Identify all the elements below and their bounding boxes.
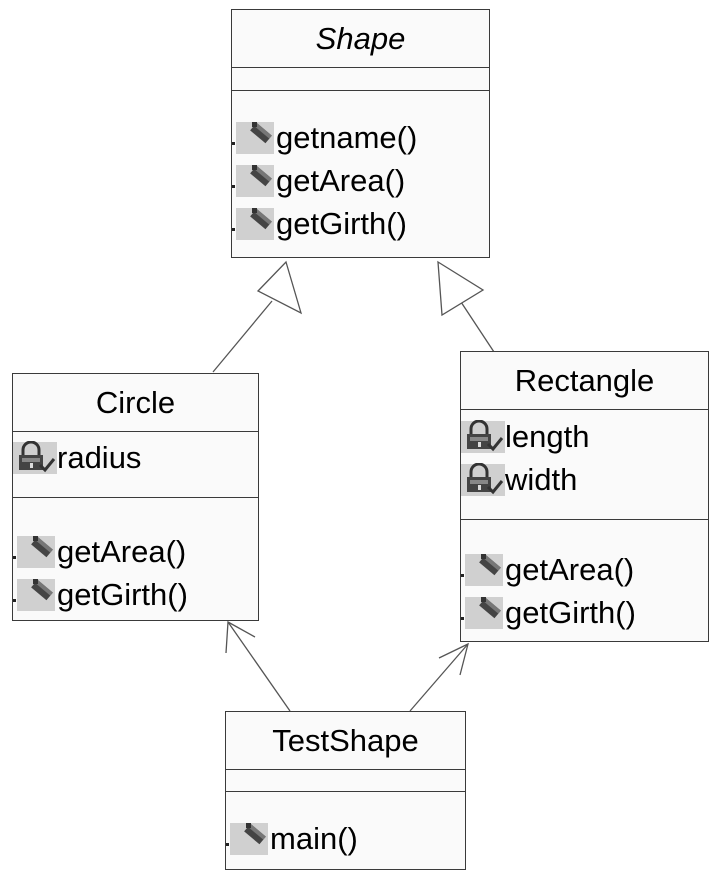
operation-label: main() xyxy=(270,820,358,856)
private-attribute-lock-icon xyxy=(461,419,505,453)
operation-label: getArea() xyxy=(276,162,406,198)
attribute-row[interactable]: radius xyxy=(13,436,258,479)
attribute-compartment-shape xyxy=(232,68,489,91)
operation-label: getArea() xyxy=(57,533,187,569)
operation-row[interactable]: main() xyxy=(226,817,465,860)
operation-compartment-circle: getArea() getGirth() xyxy=(13,498,258,616)
operation-label: getGirth() xyxy=(276,205,407,241)
public-operation-icon xyxy=(461,553,503,586)
class-rectangle[interactable]: Rectangle length width getArea() xyxy=(460,351,709,642)
operation-row[interactable]: getArea() xyxy=(232,159,489,202)
public-operation-icon xyxy=(226,822,268,855)
class-name-shape: Shape xyxy=(232,10,489,68)
association-testshape-to-rectangle xyxy=(409,642,469,712)
attribute-compartment-rectangle: length width xyxy=(461,410,708,520)
operation-compartment-testshape: main() xyxy=(226,792,465,860)
class-name-rectangle: Rectangle xyxy=(461,352,708,410)
private-attribute-lock-icon xyxy=(461,462,505,496)
public-operation-icon xyxy=(232,121,274,154)
public-operation-icon xyxy=(232,207,274,240)
public-operation-icon xyxy=(461,596,503,629)
operation-row[interactable]: getname() xyxy=(232,116,489,159)
private-attribute-lock-icon xyxy=(13,440,57,474)
attribute-label: width xyxy=(505,461,578,497)
public-operation-icon xyxy=(13,578,55,611)
class-name-testshape: TestShape xyxy=(226,712,465,770)
attribute-label: radius xyxy=(57,439,142,475)
operation-compartment-rectangle: getArea() getGirth() xyxy=(461,520,708,634)
generalization-rectangle-to-shape xyxy=(437,260,495,353)
operation-row[interactable]: getGirth() xyxy=(461,591,708,634)
class-testshape[interactable]: TestShape main() xyxy=(225,711,466,870)
operation-compartment-shape: getname() getArea() getGirth() xyxy=(232,91,489,245)
operation-label: getname() xyxy=(276,119,418,155)
operation-label: getArea() xyxy=(505,551,635,587)
association-testshape-to-circle xyxy=(225,620,291,712)
attribute-compartment-testshape xyxy=(226,770,465,792)
attribute-compartment-circle: radius xyxy=(13,432,258,498)
attribute-row[interactable]: length xyxy=(461,415,708,458)
operation-row[interactable]: getArea() xyxy=(461,548,708,591)
attribute-label: length xyxy=(505,418,590,454)
public-operation-icon xyxy=(13,535,55,568)
class-circle[interactable]: Circle radius getArea() getGirth() xyxy=(12,373,259,621)
operation-label: getGirth() xyxy=(57,576,188,612)
operation-row[interactable]: getGirth() xyxy=(13,573,258,616)
class-shape[interactable]: Shape getname() getArea() getGirth() xyxy=(231,9,490,258)
operation-row[interactable]: getArea() xyxy=(13,530,258,573)
generalization-circle-to-shape xyxy=(212,260,303,373)
operation-row[interactable]: getGirth() xyxy=(232,202,489,245)
class-name-circle: Circle xyxy=(13,374,258,432)
public-operation-icon xyxy=(232,164,274,197)
operation-label: getGirth() xyxy=(505,594,636,630)
attribute-row[interactable]: width xyxy=(461,458,708,501)
